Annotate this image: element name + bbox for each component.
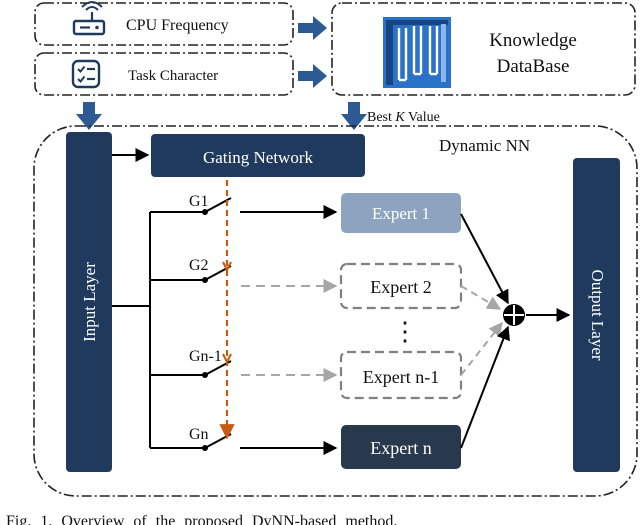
gate-switch-2: G2: [150, 257, 338, 293]
best-k-label: Best K Value: [367, 110, 440, 125]
expert-n-1-to-sum-arrow: [460, 321, 503, 376]
output-layer-block: [573, 158, 620, 472]
best-k-k: K: [394, 110, 405, 125]
router-icon: [72, 1, 106, 36]
kb-label-line2: DataBase: [497, 56, 570, 77]
task-character-box: Task Character: [34, 52, 294, 96]
gate-label-4: Gn: [189, 426, 209, 443]
input-layer-block: [66, 132, 112, 472]
gate-label-3: Gn-1: [189, 348, 222, 365]
gate-switch-3: Gn-1: [150, 348, 338, 382]
gating-control-tick-1: [222, 261, 232, 273]
expert-2-label: Expert 2: [370, 277, 431, 297]
gate-label-2: G2: [189, 257, 209, 274]
figure-caption: Fig. 1. Overview of the proposed DyNN-ba…: [6, 513, 398, 525]
gating-network-block: [151, 134, 365, 177]
summation-icon: [503, 304, 525, 326]
dynamic-nn-container: [33, 125, 638, 497]
gate-switch-4: Gn: [150, 426, 338, 455]
expert-2-to-sum-arrow: [460, 285, 502, 310]
cpu-to-kb-arrow: [298, 16, 327, 40]
knowledge-database-box: Knowledge DataBase: [331, 2, 636, 96]
best-k-suffix: Value: [405, 110, 440, 125]
gating-network-label: Gating Network: [203, 148, 314, 167]
experts-ellipsis: ⋮: [392, 317, 418, 346]
output-layer-label: Output Layer: [588, 269, 607, 360]
expert-2-block: Expert 2: [339, 262, 463, 310]
expert-1-to-sum-arrow: [460, 213, 509, 305]
input-down-arrow: [76, 102, 102, 130]
best-k-down-arrow: [341, 102, 367, 130]
dynamic-nn-title: Dynamic NN: [439, 136, 530, 155]
expert-n-to-sum-arrow: [460, 325, 510, 449]
expert-1-block: Expert 1: [341, 193, 461, 233]
input-layer-label: Input Layer: [80, 262, 99, 342]
gate-label-1: G1: [189, 193, 209, 210]
expert-n-1-label: Expert n-1: [363, 367, 439, 387]
task-to-kb-arrow: [298, 64, 327, 88]
gate-switch-1: G1: [150, 193, 338, 219]
database-icon: [383, 17, 451, 88]
expert-n-1-block: Expert n-1: [339, 350, 463, 400]
expert-n-label: Expert n: [370, 438, 431, 458]
expert-n-block: Expert n: [341, 425, 461, 469]
gating-control-tick-2: [222, 353, 232, 365]
cpu-frequency-label: CPU Frequency: [126, 17, 229, 34]
kb-label-line1: Knowledge: [489, 30, 577, 51]
expert-1-label: Expert 1: [372, 204, 430, 223]
best-k-prefix: Best: [367, 110, 395, 125]
checklist-icon: [71, 59, 101, 89]
cpu-frequency-box: CPU Frequency: [34, 1, 294, 46]
task-character-label: Task Character: [128, 68, 218, 84]
